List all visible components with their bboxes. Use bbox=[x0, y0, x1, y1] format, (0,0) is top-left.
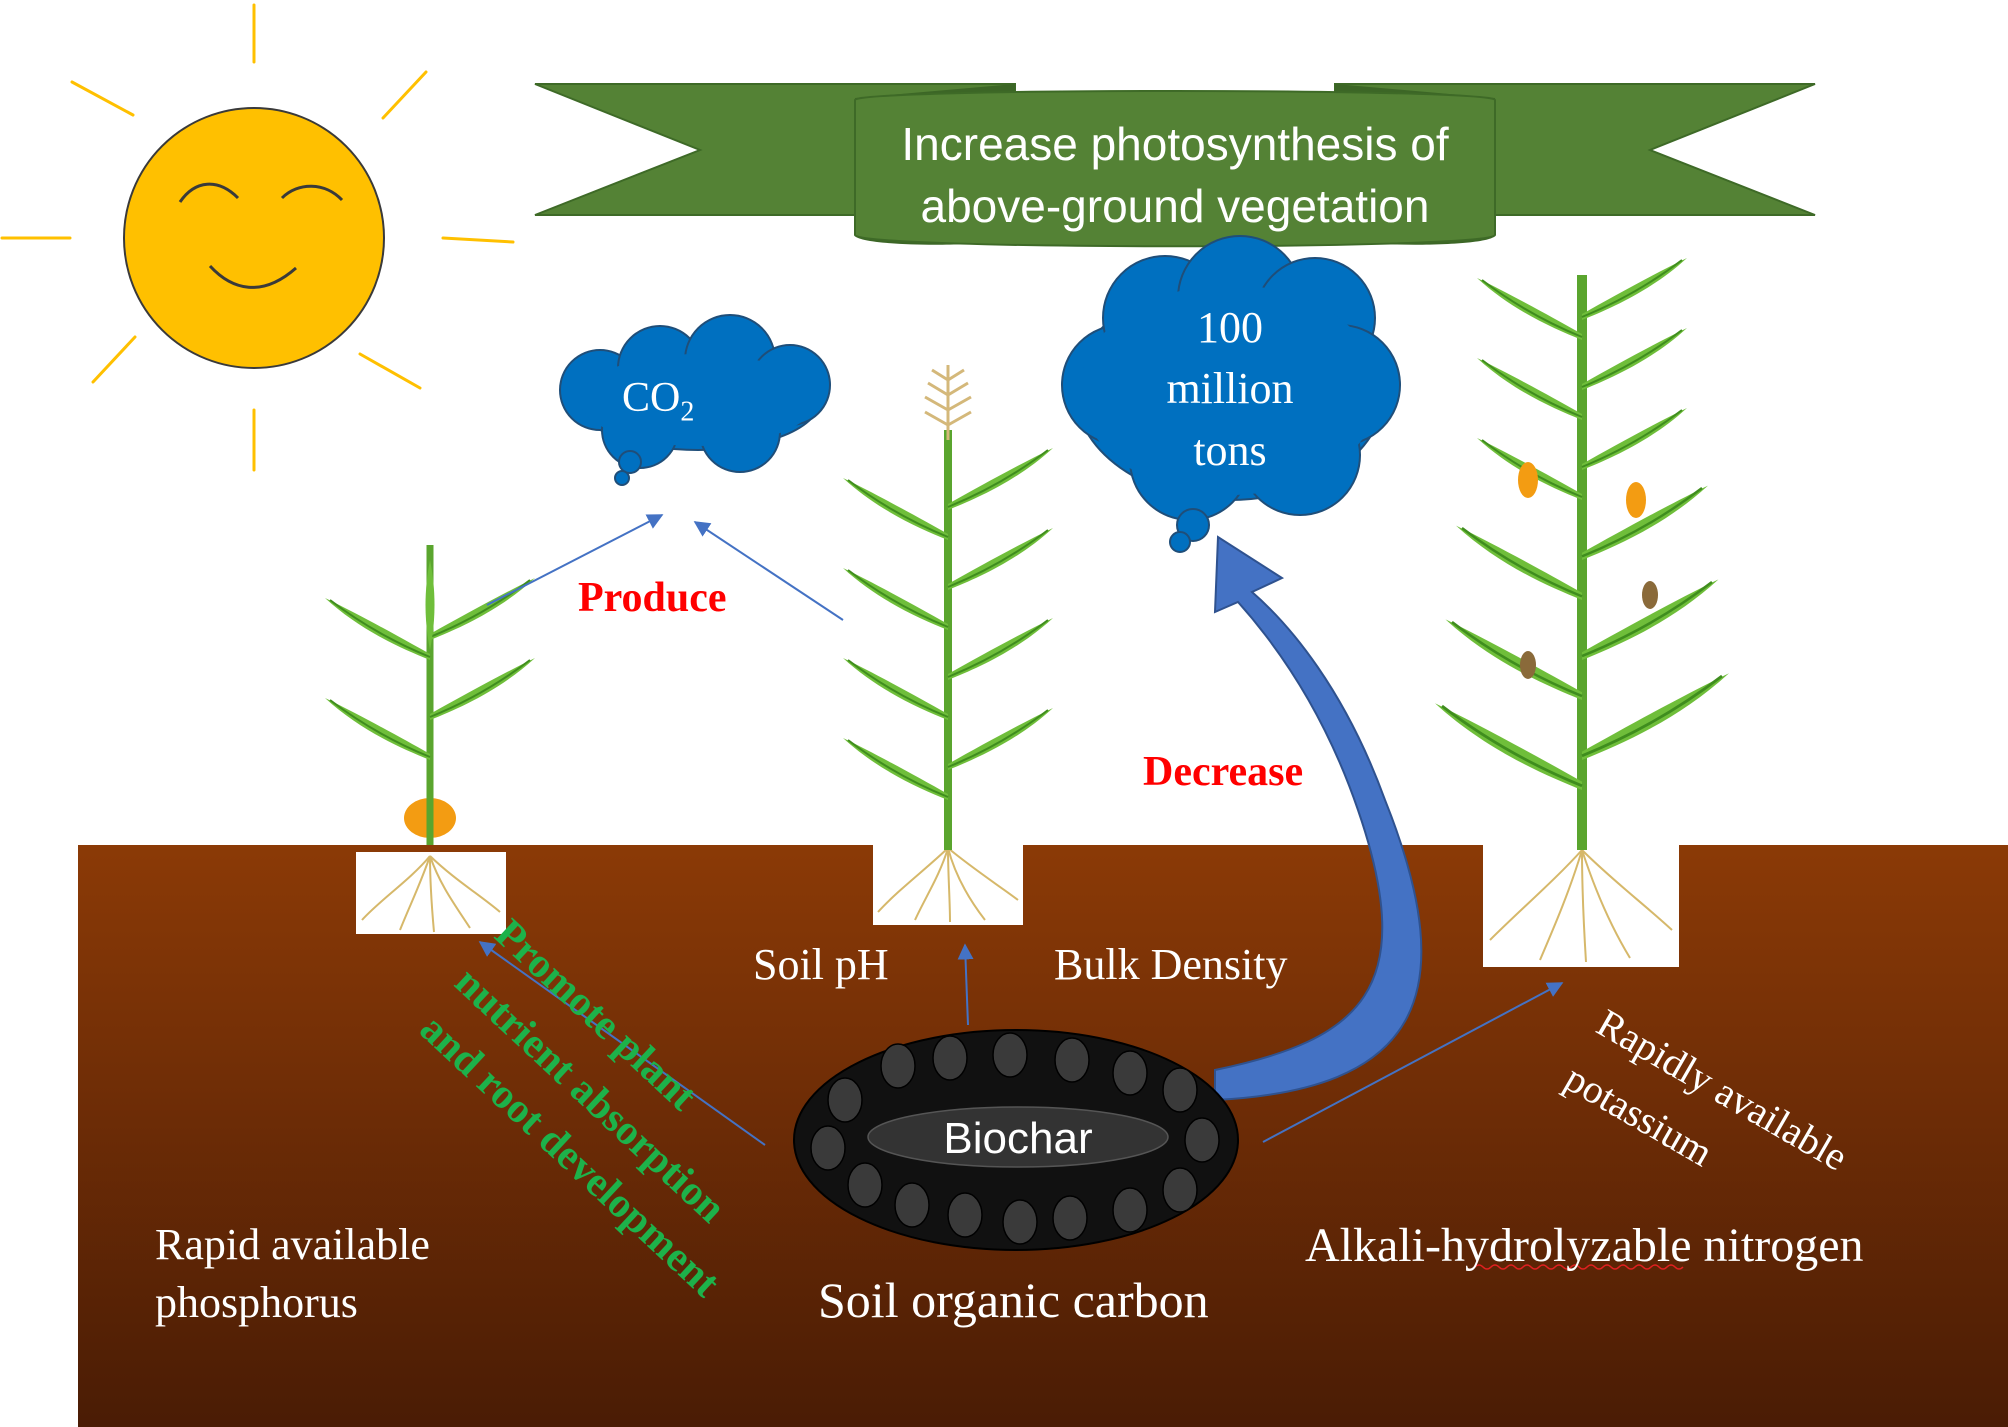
arrow-biochar-to-small-plant bbox=[478, 941, 766, 1146]
emission-line3: tons bbox=[1193, 426, 1267, 475]
co2-cloud-label: CO2 bbox=[622, 375, 695, 428]
emission-line2: million bbox=[1166, 364, 1294, 413]
soil-ph-label: Soil pH bbox=[753, 940, 889, 989]
sun-icon bbox=[0, 3, 515, 472]
arrow-biochar-to-medium-plant bbox=[957, 943, 974, 1026]
produce-label: Produce bbox=[578, 575, 727, 621]
root-box-right bbox=[1483, 845, 1679, 967]
bulk-density-label: Bulk Density bbox=[1054, 940, 1288, 989]
emission-line1: 100 bbox=[1197, 303, 1263, 352]
banner-ribbon bbox=[534, 83, 1816, 248]
plant-medium-icon bbox=[842, 365, 1054, 850]
arrow-small-plant-to-co2 bbox=[486, 514, 664, 606]
plant-large-icon bbox=[1433, 257, 1731, 850]
arrow-biochar-to-large-plant bbox=[1262, 982, 1564, 1143]
root-box-left bbox=[356, 852, 506, 934]
banner-title-line2: above-ground vegetation bbox=[920, 180, 1430, 232]
soc-label: Soil organic carbon bbox=[818, 1272, 1209, 1328]
nitrogen-label: Alkali-hydrolyzable nitrogen bbox=[1305, 1219, 1864, 1272]
phosphorus-label-line1: Rapid available bbox=[155, 1220, 430, 1269]
decrease-label: Decrease bbox=[1143, 749, 1304, 795]
emission-cloud-icon bbox=[1061, 235, 1401, 553]
root-box-middle bbox=[873, 845, 1023, 925]
spellcheck-underline bbox=[1474, 1264, 1684, 1270]
arrow-medium-plant-to-co2 bbox=[693, 521, 844, 621]
co2-cloud-icon bbox=[559, 314, 831, 486]
phosphorus-label-line2: phosphorus bbox=[155, 1278, 358, 1327]
biochar-pellet-icon bbox=[793, 1029, 1239, 1251]
banner-title-line1: Increase photosynthesis of bbox=[901, 118, 1449, 170]
decrease-arrow bbox=[1213, 535, 1423, 1102]
plant-small-icon bbox=[324, 545, 536, 845]
biochar-label: Biochar bbox=[943, 1114, 1093, 1163]
